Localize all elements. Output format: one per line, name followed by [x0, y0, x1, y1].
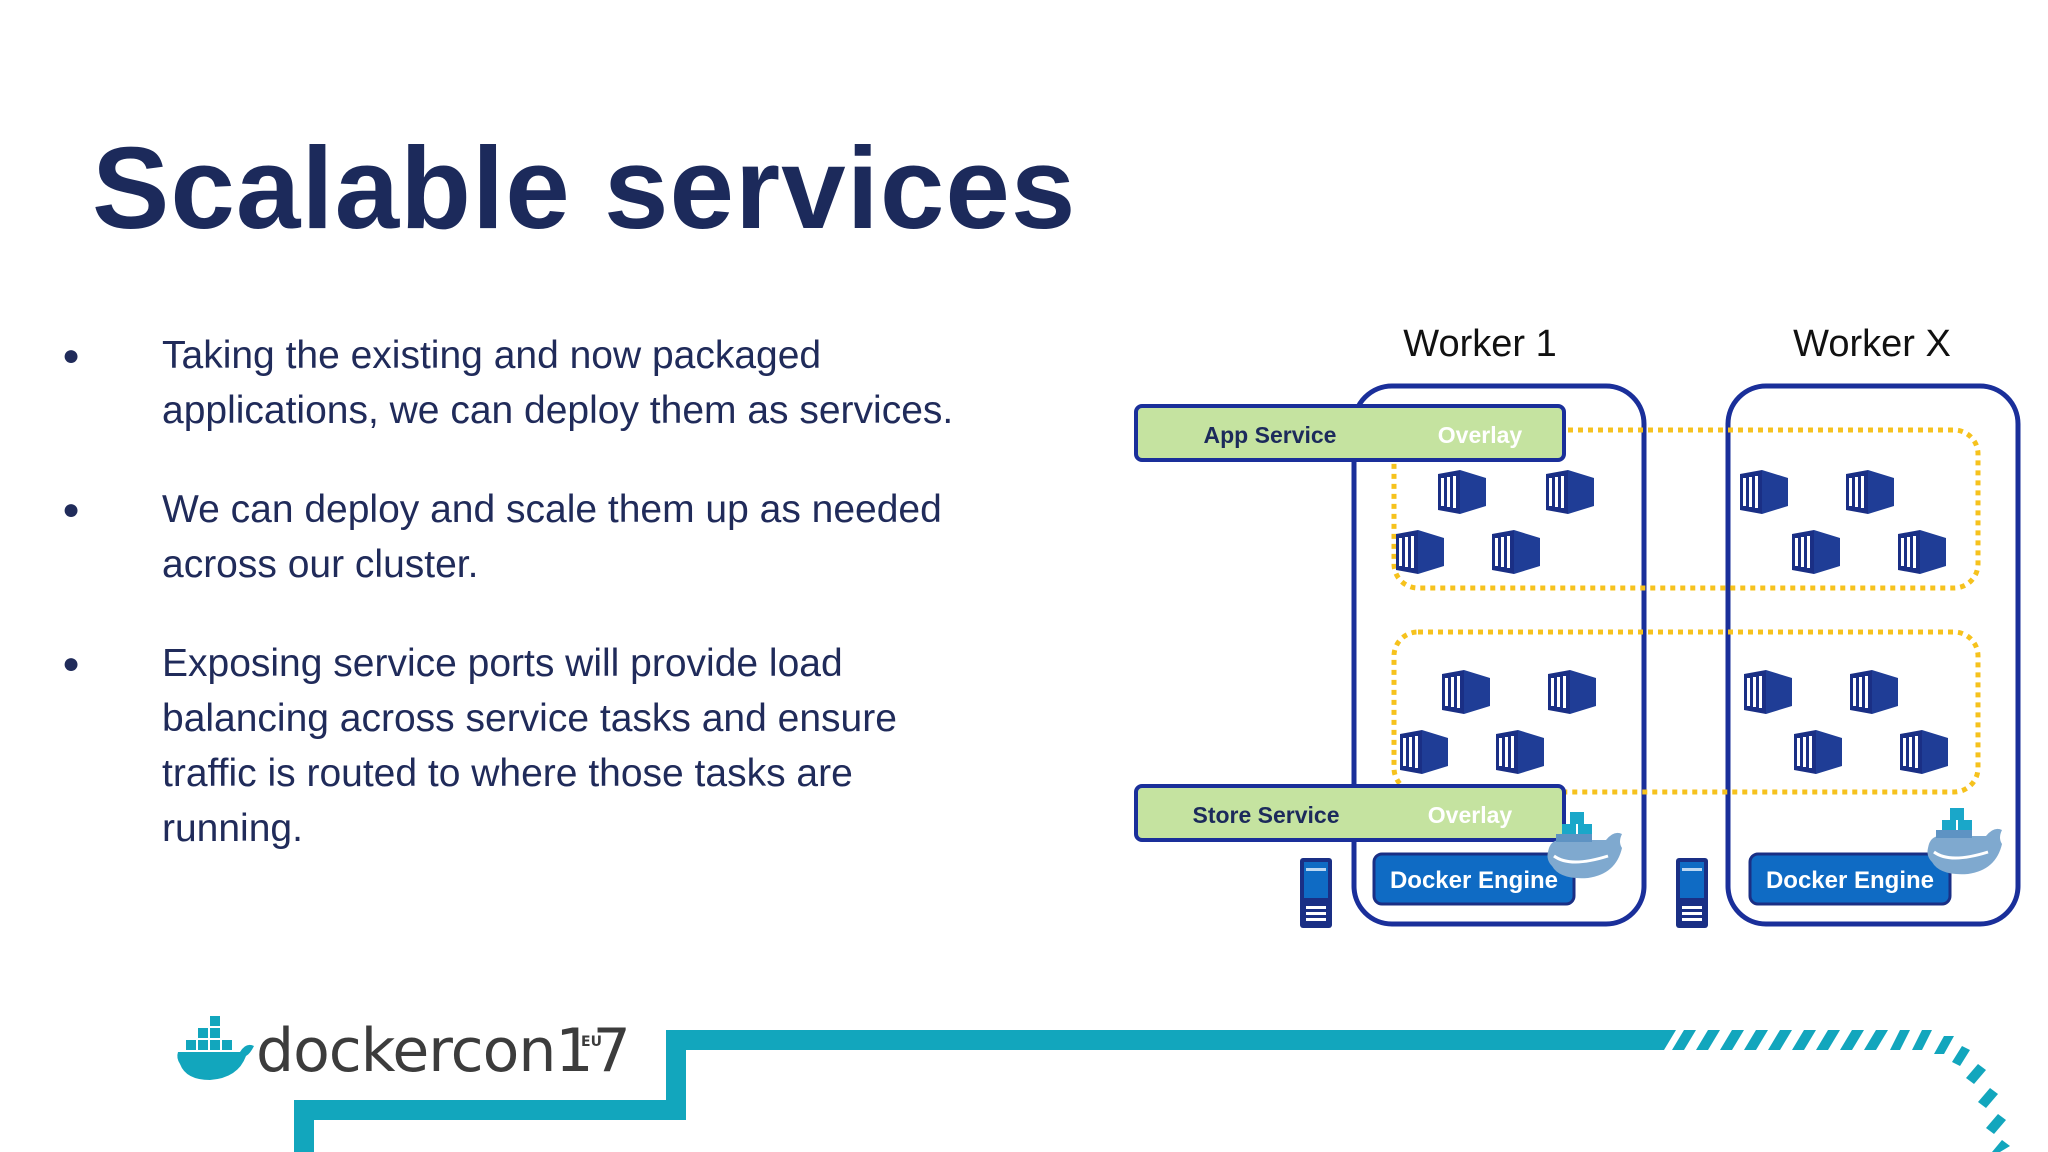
logo-word-text: dockercon: [256, 1016, 556, 1086]
bullet-item: ● Taking the existing and now packaged ap…: [60, 328, 1000, 438]
logo-wordmark: dockercon17: [256, 1012, 631, 1090]
server-icon: [1300, 858, 1332, 928]
bullet-dot-icon: ●: [62, 339, 81, 372]
container-icon: [1744, 670, 1792, 714]
container-icon: [1546, 470, 1594, 514]
footer-accent: [294, 1030, 2010, 1152]
store-service-label: Store Service: [1192, 802, 1339, 828]
bullet-list: ● Taking the existing and now packaged ap…: [60, 328, 1000, 900]
cluster-diagram: Worker 1 Worker X App Service Overlay: [1134, 323, 2021, 928]
worker-x-docker-engine: Docker Engine: [1748, 852, 1952, 906]
container-icon: [1548, 670, 1596, 714]
docker-logo-whale-icon: [177, 1016, 254, 1080]
container-icon: [1846, 470, 1894, 514]
app-service-label: App Service: [1204, 422, 1337, 448]
store-overlay-label: Overlay: [1428, 802, 1513, 828]
bullet-dot-icon: ●: [62, 647, 81, 680]
dockercon-logo: dockercon17 EU: [176, 1012, 631, 1090]
server-icon: [1676, 858, 1708, 928]
container-icon: [1442, 670, 1490, 714]
footer-slash-pattern: [1648, 1030, 2010, 1152]
logo-suffix: EU: [581, 1034, 602, 1050]
app-service-bar: App Service Overlay: [1134, 404, 1566, 462]
container-icon: [1492, 530, 1540, 574]
store-service-bar: Store Service Overlay: [1134, 784, 1566, 842]
worker-x-engine-label: Docker Engine: [1766, 867, 1934, 894]
worker-1-engine-label: Docker Engine: [1390, 867, 1558, 894]
bullet-text: We can deploy and scale them up as neede…: [162, 488, 942, 586]
slide-title: Scalable services: [92, 123, 1077, 253]
bullet-item: ● Exposing service ports will provide loa…: [60, 636, 1000, 856]
container-icon: [1850, 670, 1898, 714]
container-icon: [1898, 530, 1946, 574]
worker-1-label: Worker 1: [1403, 323, 1556, 365]
container-icon: [1900, 730, 1948, 774]
bullet-dot-icon: ●: [62, 493, 81, 526]
container-icon: [1792, 530, 1840, 574]
container-icon: [1438, 470, 1486, 514]
logo-number: 17: [555, 1016, 630, 1086]
container-icon: [1396, 530, 1444, 574]
container-icon: [1400, 730, 1448, 774]
container-icon: [1794, 730, 1842, 774]
store-overlay-network: [1391, 629, 1981, 795]
worker-x-label: Worker X: [1793, 323, 1951, 365]
container-icon: [1740, 470, 1788, 514]
app-overlay-label: Overlay: [1438, 422, 1523, 448]
worker-1-docker-engine: Docker Engine: [1372, 852, 1576, 906]
container-icon: [1496, 730, 1544, 774]
bullet-text: Taking the existing and now packaged app…: [162, 334, 954, 432]
bullet-text: Exposing service ports will provide load…: [162, 642, 897, 850]
bullet-item: ● We can deploy and scale them up as need…: [60, 482, 1000, 592]
